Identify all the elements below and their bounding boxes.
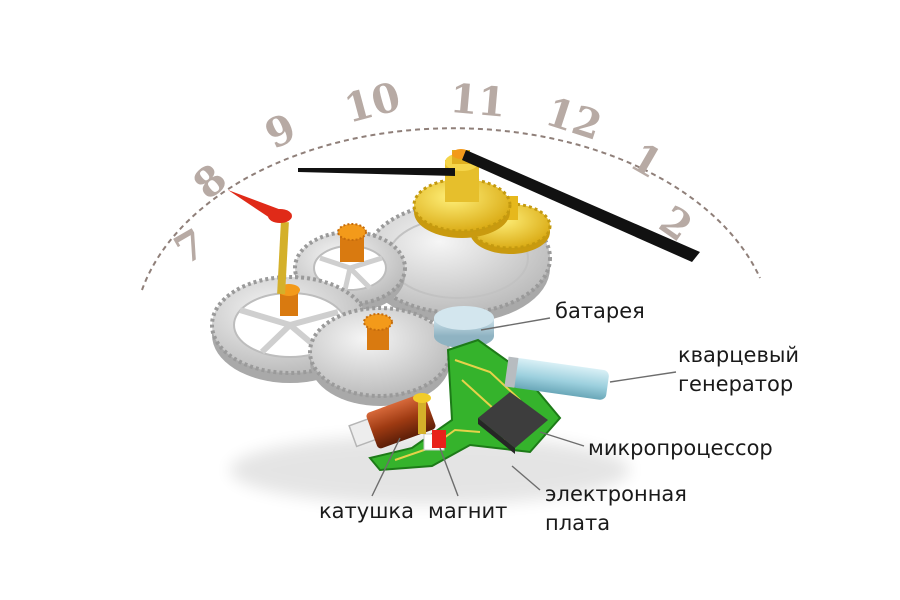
- label-quartz-line2: генератор: [678, 372, 793, 396]
- dial-dashed-circle: [141, 127, 761, 291]
- numeral-10: 10: [339, 73, 405, 133]
- leader-lines: [371, 317, 677, 497]
- label-board-line2: плата: [545, 511, 610, 535]
- battery: [434, 306, 494, 348]
- minute-hand: [298, 168, 455, 176]
- label-quartz-line1: кварцевый: [678, 343, 799, 367]
- quartz-crystal: [504, 356, 609, 400]
- leader-magnet: [439, 447, 459, 497]
- numeral-9: 9: [258, 104, 303, 158]
- gear-large-front: [308, 306, 452, 406]
- pinion-middle: [363, 313, 393, 350]
- leader-coil: [371, 437, 401, 497]
- label-coil: катушка: [319, 499, 414, 523]
- label-magnet: магнит: [428, 499, 507, 523]
- labels: батарея кварцевый генератор микропроцесс…: [319, 299, 799, 535]
- numeral-7: 7: [167, 220, 215, 275]
- pinion-top: [337, 223, 367, 262]
- numeral-8: 8: [184, 155, 236, 209]
- microprocessor-chip: [478, 392, 548, 454]
- label-battery: батарея: [555, 299, 645, 323]
- leader-quartz: [609, 371, 677, 383]
- leader-board: [511, 465, 541, 491]
- hour-hand: [462, 150, 700, 262]
- leader-battery: [480, 317, 551, 331]
- label-board-line1: электронная: [545, 482, 687, 506]
- numeral-12: 12: [540, 88, 607, 150]
- gear-gold-main: [412, 149, 512, 238]
- numeral-11: 11: [448, 75, 508, 127]
- leader-microprocessor: [539, 431, 585, 447]
- second-hand: [228, 190, 292, 295]
- label-microprocessor: микропроцессор: [588, 436, 773, 460]
- magnet: [413, 393, 446, 451]
